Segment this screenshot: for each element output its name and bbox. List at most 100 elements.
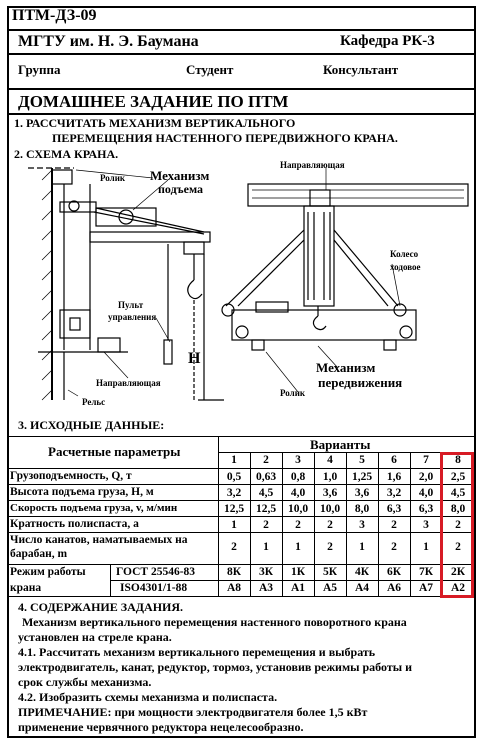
table-cell: 8К	[226, 566, 242, 578]
param-label-mode-2: крана	[10, 582, 42, 594]
table-cell: А8	[226, 582, 242, 594]
label-travel-mechanism-1: Механизм	[316, 360, 376, 375]
table-cell: А4	[354, 582, 370, 594]
table-cell: 1К	[290, 566, 306, 578]
table-cell: 1	[295, 541, 301, 553]
divider	[7, 53, 476, 55]
table-cell: 5К	[322, 566, 338, 578]
content-p2-line-3: срок службы механизма.	[18, 675, 152, 689]
label-guide-top-right: Направляющая	[280, 160, 345, 170]
table-cell: 1,0	[322, 471, 338, 483]
std-iso-label: ISO4301/1-88	[120, 582, 188, 594]
doc-code: ПТМ-ДЗ-09	[12, 7, 97, 24]
table-cell: 3К	[258, 566, 274, 578]
param-label-ropes-2: барабан, m	[10, 548, 68, 560]
table-cell: 12,5	[255, 503, 277, 515]
table-cell: 4,0	[418, 487, 434, 499]
table-cell: 2,5	[450, 471, 466, 483]
table-cell: 3,2	[386, 487, 402, 499]
university-name: МГТУ им. Н. Э. Баумана	[18, 33, 199, 50]
table-cell: 2	[455, 519, 461, 531]
table-cell: 8,0	[354, 503, 370, 515]
table-cell: 2К	[450, 566, 466, 578]
label-control-2: управления	[108, 312, 157, 322]
table-cell: 6,3	[418, 503, 434, 515]
table-cell: 2	[391, 541, 397, 553]
param-label-ropes-1: Число канатов, наматываемых на	[10, 534, 188, 546]
table-cell: 8,0	[450, 503, 466, 515]
table-cell: 3	[423, 519, 429, 531]
variant-number: 3	[295, 454, 301, 466]
std-gost-label: ГОСТ 25546-83	[116, 566, 196, 578]
table-cell: А3	[258, 582, 274, 594]
table-cell: 1	[359, 541, 365, 553]
table-cell: А6	[386, 582, 402, 594]
section-2-heading: 2. СХЕМА КРАНА.	[14, 147, 119, 161]
table-cell: 0,8	[290, 471, 306, 483]
table-cell: А2	[450, 582, 466, 594]
label-wheel-2: ходовое	[390, 262, 421, 272]
table-cell: А7	[418, 582, 434, 594]
label-travel-mechanism-2: передвижения	[318, 375, 403, 390]
table-cell: 6К	[386, 566, 402, 578]
variant-number: 4	[327, 454, 333, 466]
table-cell: 3	[359, 519, 365, 531]
table-cell: 4,0	[290, 487, 306, 499]
param-label-load-capacity: Грузоподъемность, Q, т	[10, 470, 132, 482]
consultant-label: Консультант	[323, 62, 399, 77]
table-cell: 7К	[418, 566, 434, 578]
table-cell: 1	[231, 519, 237, 531]
table-cell: 1,25	[351, 471, 373, 483]
table-cell: 1	[263, 541, 269, 553]
label-roller-bottom: Ролик	[280, 388, 306, 398]
table-cell: 6,3	[386, 503, 402, 515]
divider	[7, 113, 476, 115]
variant-number: 1	[231, 454, 237, 466]
variant-8-highlight	[440, 452, 474, 598]
table-cell: 3,6	[322, 487, 338, 499]
param-label-lift-height: Высота подъема груза, H, м	[10, 486, 154, 498]
params-header: Расчетные параметры	[48, 444, 181, 459]
content-p1-line-2: установлен на стреле крана.	[18, 630, 172, 644]
label-lift-mechanism-1: Механизм	[150, 168, 210, 183]
table-cell: 12,5	[223, 503, 245, 515]
note-line-2: применение червячного редуктора нецелесо…	[18, 720, 304, 734]
table-cell: 2	[327, 519, 333, 531]
student-label: Студент	[186, 62, 234, 77]
table-cell: 4К	[354, 566, 370, 578]
label-rail: Рельс	[82, 397, 106, 407]
content-p2-line-2: электродвигатель, канат, редуктор, тормо…	[18, 660, 413, 674]
label-control-1: Пульт	[118, 300, 144, 310]
content-heading: 4. СОДЕРЖАНИЕ ЗАДАНИЯ.	[18, 600, 184, 614]
content-p3: 4.2. Изобразить схемы механизма и полисп…	[18, 690, 278, 704]
section-3-heading: 3. ИСХОДНЫЕ ДАННЫЕ:	[18, 418, 165, 432]
table-cell: 10,0	[287, 503, 309, 515]
table-cell: 2	[295, 519, 301, 531]
label-height-mark: H	[188, 350, 201, 367]
label-roller-top: Ролик	[100, 173, 126, 183]
param-label-pulley-ratio: Кратность полиспаста, a	[10, 518, 139, 530]
variant-number: 7	[423, 454, 429, 466]
table-cell: 2,0	[418, 471, 434, 483]
label-guide-bottom: Направляющая	[96, 378, 161, 388]
table-cell: 4,5	[258, 487, 274, 499]
table-cell: 1,6	[386, 471, 402, 483]
table-cell: 0,5	[226, 471, 242, 483]
label-lift-mechanism-2: подъема	[158, 182, 204, 196]
table-cell: 2	[391, 519, 397, 531]
label-wheel-1: Колесо	[390, 249, 419, 259]
variant-number: 8	[455, 454, 461, 466]
divider	[7, 29, 476, 31]
table-cell: 10,0	[319, 503, 341, 515]
table-cell: 2	[327, 541, 333, 553]
table-cell: 4,5	[450, 487, 466, 499]
table-cell: 0,63	[255, 471, 277, 483]
section-1-line-2: ПЕРЕМЕЩЕНИЯ НАСТЕННОГО ПЕРЕДВИЖНОГО КРАН…	[52, 131, 398, 145]
variants-header: Варианты	[310, 437, 371, 452]
section-1-line-1: 1. РАССЧИТАТЬ МЕХАНИЗМ ВЕРТИКАЛЬНОГО	[14, 116, 296, 130]
param-label-lift-speed: Скорость подъема груза, v, м/мин	[10, 502, 178, 514]
table-cell: 2	[231, 541, 237, 553]
variant-number: 2	[263, 454, 269, 466]
group-label: Группа	[18, 62, 61, 77]
table-cell: 2	[263, 519, 269, 531]
